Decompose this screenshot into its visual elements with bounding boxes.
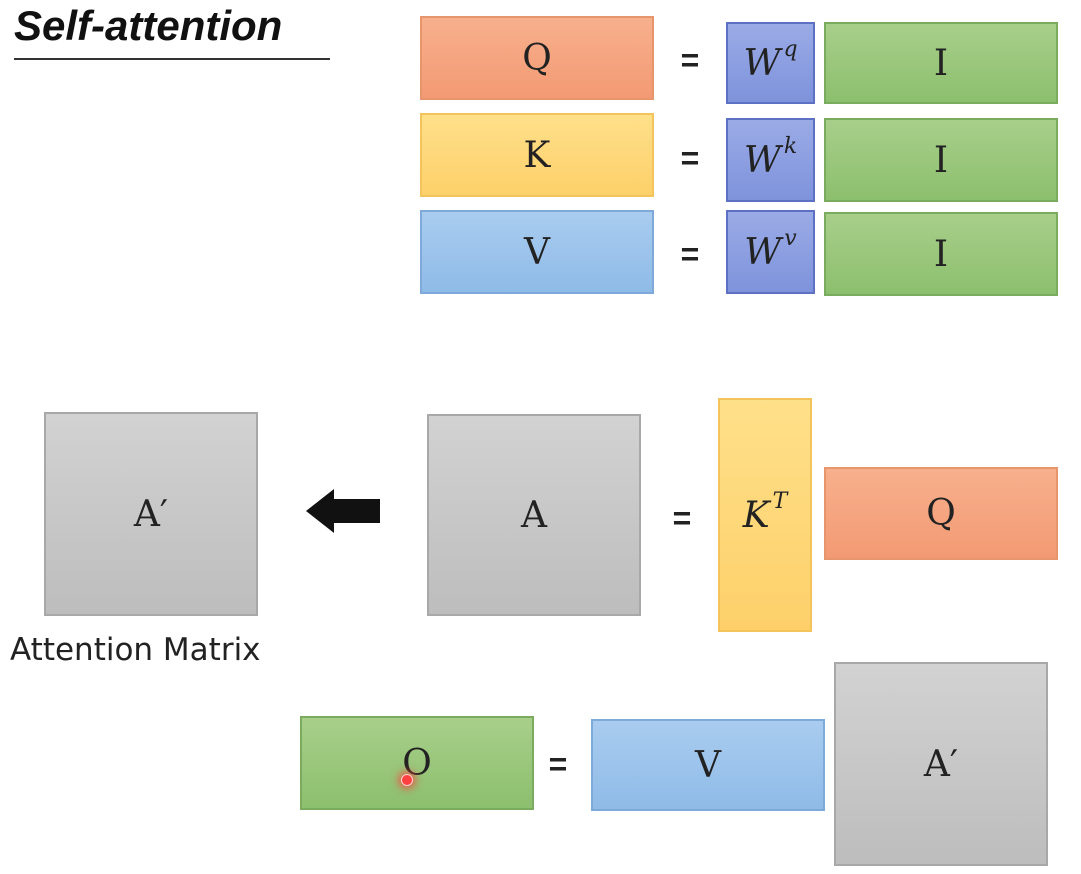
equals-sign: = <box>680 236 700 272</box>
weight-base-label: W <box>743 42 781 84</box>
weight-superscript-k: k <box>783 133 798 159</box>
weight-superscript-v: v <box>784 225 797 251</box>
weight-base-label: W <box>743 139 781 181</box>
input-label: I <box>933 139 949 181</box>
query-matrix: Q <box>824 467 1058 560</box>
weight-base-label: W <box>744 231 782 273</box>
input-matrix: I <box>824 212 1058 296</box>
value-label: V <box>524 231 550 273</box>
value-matrix: V <box>591 719 825 811</box>
equals-sign: = <box>680 42 700 78</box>
a-label: A <box>521 494 547 536</box>
a-prime-label: A′ <box>133 493 169 535</box>
a-prime-label: A′ <box>923 743 959 785</box>
query-label: Q <box>926 493 956 534</box>
kt-superscript: T <box>772 488 788 514</box>
key-matrix: K <box>420 113 654 197</box>
output-matrix: O <box>300 716 534 810</box>
equals-sign: = <box>548 746 568 782</box>
left-arrow-icon <box>306 489 380 533</box>
query-label: Q <box>522 37 552 79</box>
equals-sign: = <box>672 500 692 536</box>
normalized-attention-matrix: A′ <box>834 662 1048 866</box>
normalized-attention-matrix: A′ <box>44 412 258 616</box>
value-matrix: V <box>420 210 654 294</box>
value-label: V <box>695 744 721 786</box>
equals-sign: = <box>680 140 700 176</box>
input-label: I <box>933 42 949 84</box>
title-underline <box>14 58 330 60</box>
kt-base-label: K <box>742 494 770 536</box>
key-label: K <box>523 134 551 176</box>
input-matrix: I <box>824 22 1058 104</box>
page-title: Self-attention <box>14 2 283 49</box>
input-label: I <box>933 233 949 275</box>
query-matrix: Q <box>420 16 654 100</box>
attention-matrix-caption: Attention Matrix <box>10 632 261 668</box>
input-matrix: I <box>824 118 1058 202</box>
attention-score-matrix: A <box>427 414 641 616</box>
laser-pointer-dot <box>401 774 413 786</box>
weight-superscript-q: q <box>783 36 798 62</box>
